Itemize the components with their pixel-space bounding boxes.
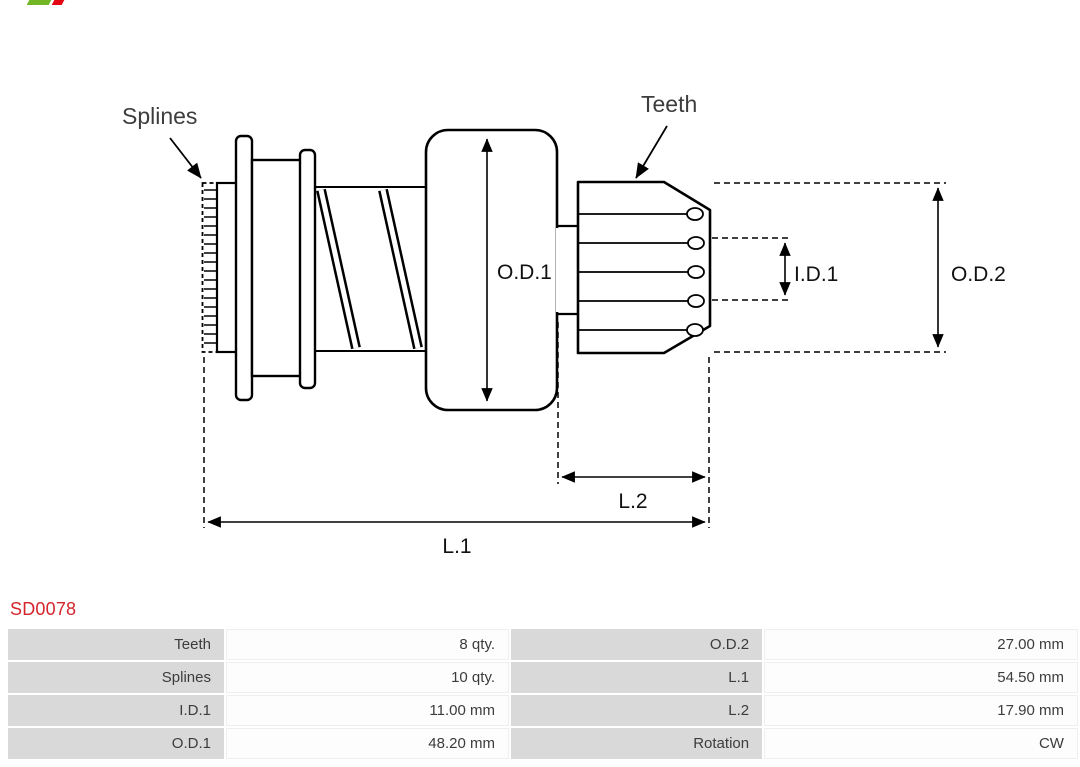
spec-value-splines: 10 qty. — [225, 662, 509, 693]
id1-label: I.D.1 — [794, 263, 838, 286]
spec-label-rotation: Rotation — [511, 728, 763, 759]
spring-coils — [316, 188, 423, 350]
starter-drive-diagram: O.D.1 O.D.2 I.D.1 L.2 — [122, 91, 1006, 558]
retainer-disc-1 — [234, 134, 254, 402]
teeth-callout: Teeth — [635, 91, 697, 179]
spec-label-teeth: Teeth — [8, 629, 224, 660]
spec-label-l2: L.2 — [511, 695, 763, 726]
spec-table: Teeth 8 qty. O.D.2 27.00 mm Splines 10 q… — [8, 629, 1078, 759]
spec-label-l1: L.1 — [511, 662, 763, 693]
shaft-neck — [556, 224, 579, 316]
teeth-label: Teeth — [641, 91, 697, 117]
splines-callout: Splines — [122, 103, 202, 179]
od1-label: O.D.1 — [497, 261, 552, 284]
splined-shaft-end — [201, 182, 219, 353]
spec-value-rotation: CW — [764, 728, 1078, 759]
collar-hub — [250, 158, 304, 378]
spec-label-splines: Splines — [8, 662, 224, 693]
spec-value-od2: 27.00 mm — [764, 629, 1078, 660]
l1-label: L.1 — [442, 535, 471, 558]
spec-value-od1: 48.20 mm — [225, 728, 509, 759]
spec-value-id1: 11.00 mm — [225, 695, 509, 726]
id1-dimension: I.D.1 — [712, 237, 838, 301]
spec-value-l2: 17.90 mm — [764, 695, 1078, 726]
spec-label-od2: O.D.2 — [511, 629, 763, 660]
part-number: SD0078 — [10, 599, 77, 619]
splines-label: Splines — [122, 103, 197, 129]
l2-label: L.2 — [618, 490, 647, 513]
od2-label: O.D.2 — [951, 263, 1006, 286]
spec-label-od1: O.D.1 — [8, 728, 224, 759]
spring-shaft-lines — [315, 186, 427, 352]
pinion-gear — [576, 180, 712, 355]
spec-value-teeth: 8 qty. — [225, 629, 509, 660]
od2-dimension: O.D.2 — [714, 182, 1006, 353]
od1-dimension: O.D.1 — [481, 138, 552, 402]
spec-label-id1: I.D.1 — [8, 695, 224, 726]
spec-value-l1: 54.50 mm — [764, 662, 1078, 693]
retainer-disc-2 — [298, 148, 317, 390]
l1-dimension: L.1 — [203, 357, 706, 558]
l2-dimension: L.2 — [557, 322, 710, 528]
